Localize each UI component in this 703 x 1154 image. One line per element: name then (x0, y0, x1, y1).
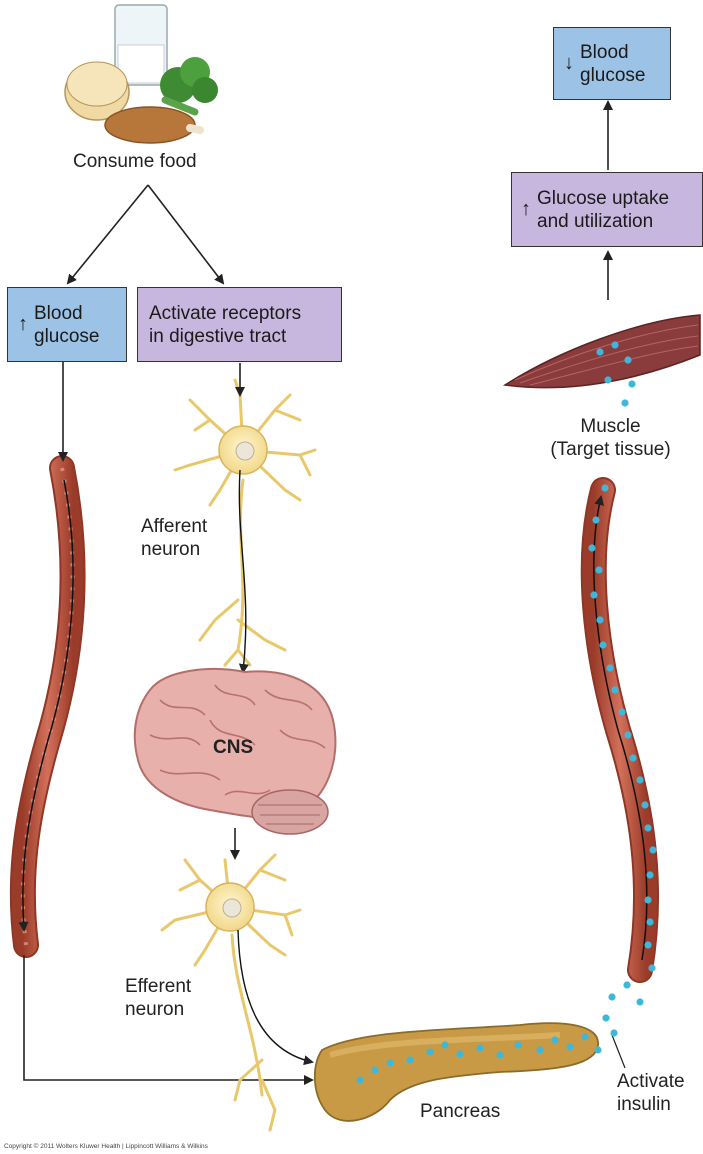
copyright-text: Copyright © 2011 Wolters Kluwer Health |… (4, 1143, 208, 1150)
insulin-label-2: insulin (617, 1094, 671, 1115)
insulin-dot (371, 1066, 379, 1074)
efferent-label-2: neuron (125, 999, 185, 1020)
insulin-dot (636, 998, 644, 1006)
insulin-dot (621, 399, 629, 407)
blood-glucose-decrease-box: ↓ Blood glucose (553, 27, 671, 100)
insulin-dot (566, 1043, 574, 1051)
insulin-dot (602, 1014, 610, 1022)
insulin-dot (551, 1036, 559, 1044)
neuron-icon (160, 853, 302, 1132)
insulin-dot (649, 846, 657, 854)
activate-receptors-label-1: Activate receptors (149, 302, 302, 324)
blood-glucose-top-label-2: glucose (580, 64, 646, 86)
insulin-dot (618, 708, 626, 716)
blood-glucose-top-label-1: Blood (580, 41, 629, 63)
insulin-dot (604, 376, 612, 384)
efferent-to-pancreas-arrow (237, 929, 314, 1066)
pancreas-icon (313, 1022, 599, 1122)
glucose-uptake-box: ↑ Glucose uptake and utilization (511, 172, 703, 247)
insulin-dot (648, 964, 656, 972)
insulin-dot (514, 1041, 522, 1049)
insulin-dot (610, 1029, 618, 1037)
insulin-dot (644, 824, 652, 832)
insulin-dot (644, 941, 652, 949)
blood-vessel-icon (9, 455, 86, 958)
insulin-dot (596, 616, 604, 624)
afferent-to-cns-arrow (238, 469, 249, 674)
insulin-dot (599, 641, 607, 649)
insulin-dot (629, 754, 637, 762)
insulin-dot (636, 776, 644, 784)
insulin-dot (596, 348, 604, 356)
insulin-dot (588, 544, 596, 552)
afferent-neuron-label: Afferent neuron (141, 515, 207, 561)
activate-receptors-label-2: in digestive tract (149, 325, 287, 347)
insulin-dot (623, 981, 631, 989)
insulin-dot (456, 1050, 464, 1058)
food-branch-arrows (66, 184, 225, 285)
efferent-neuron-label: Efferent neuron (125, 975, 191, 1021)
insulin-dot (628, 380, 636, 388)
insulin-dot (581, 1033, 589, 1041)
cns-label: CNS (213, 737, 254, 758)
efferent-label-1: Efferent (125, 976, 192, 997)
brain-icon (133, 668, 337, 835)
insulin-dot (406, 1056, 414, 1064)
insulin-dot (611, 686, 619, 694)
up-arrow-icon: ↑ (521, 198, 531, 220)
activate-insulin-label: Activate insulin (617, 1070, 685, 1116)
blood-vessel-icon (580, 477, 659, 983)
afferent-label-2: neuron (141, 539, 201, 560)
insulin-dot (386, 1059, 394, 1067)
blood-glucose-increase-box: ↑ Blood glucose (7, 287, 127, 362)
insulin-dot (592, 516, 600, 524)
vessel-to-pancreas-arrow (23, 955, 314, 1085)
muscle-label: Muscle (Target tissue) (538, 415, 683, 461)
glucose-uptake-label-1: Glucose uptake (537, 187, 670, 209)
pancreas-label: Pancreas (420, 1101, 501, 1122)
activate-receptors-box: Activate receptors in digestive tract (137, 287, 342, 362)
muscle-label-1: Muscle (580, 416, 641, 437)
insulin-dots (356, 341, 657, 1084)
insulin-dot (356, 1076, 364, 1084)
insulin-dot (624, 731, 632, 739)
insulin-dot (536, 1046, 544, 1054)
insulin-dot (644, 896, 652, 904)
afferent-label-1: Afferent (141, 516, 208, 537)
insulin-dot (496, 1051, 504, 1059)
muscle-label-2: (Target tissue) (550, 439, 671, 460)
insulin-dot (590, 591, 598, 599)
insulin-dot (476, 1044, 484, 1052)
insulin-dot (624, 356, 632, 364)
glucose-uptake-label-2: and utilization (537, 210, 654, 232)
insulin-label-pointer (611, 1034, 626, 1069)
insulin-dot (608, 993, 616, 1001)
insulin-dot (611, 341, 619, 349)
insulin-dot (606, 664, 614, 672)
food-icon (64, 4, 218, 144)
insulin-dot (426, 1048, 434, 1056)
up-arrow-icon: ↑ (18, 313, 28, 335)
down-arrow-icon: ↓ (564, 52, 574, 74)
insulin-dot (641, 801, 649, 809)
insulin-dot (646, 918, 654, 926)
insulin-dot (594, 1046, 602, 1054)
insulin-dot (441, 1041, 449, 1049)
insulin-label-1: Activate (617, 1071, 685, 1092)
insulin-dot (601, 484, 609, 492)
consume-food-label: Consume food (73, 151, 197, 172)
blood-glucose-label-1: Blood (34, 302, 83, 324)
insulin-dot (595, 566, 603, 574)
blood-glucose-label-2: glucose (34, 325, 100, 347)
insulin-dot (646, 871, 654, 879)
